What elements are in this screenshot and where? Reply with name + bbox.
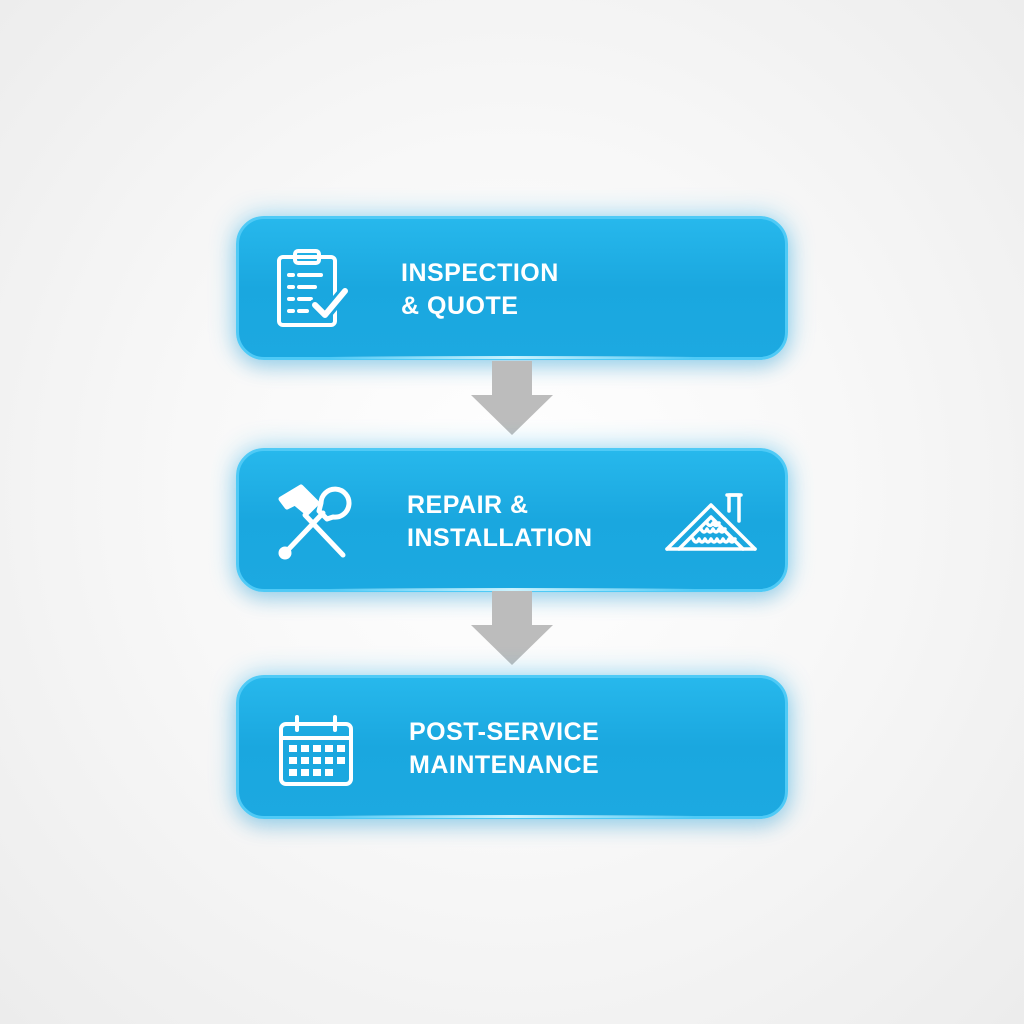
step-label-line-2: INSTALLATION — [407, 524, 593, 552]
step-label-line-1: REPAIR & — [407, 491, 529, 519]
step-label: POST-SERVICE MAINTENANCE — [409, 716, 599, 782]
step-post-service-maintenance: POST-SERVICE MAINTENANCE — [236, 675, 788, 819]
step-label: INSPECTION & QUOTE — [401, 257, 559, 323]
step-inspection-quote: INSPECTION & QUOTE — [236, 216, 788, 360]
step-label: REPAIR & INSTALLATION — [407, 489, 593, 555]
step-repair-installation: REPAIR & INSTALLATION — [236, 448, 788, 592]
step-label-line-2: & QUOTE — [401, 292, 519, 320]
step-label-line-1: POST-SERVICE — [409, 718, 600, 746]
hammer-wrench-icon — [278, 484, 352, 560]
roof-shingles-icon — [665, 493, 757, 551]
calendar-icon — [279, 715, 353, 786]
step-label-line-2: MAINTENANCE — [409, 751, 600, 779]
step-label-line-1: INSPECTION — [401, 259, 559, 287]
down-arrow-icon — [471, 361, 553, 435]
clipboard-check-icon — [277, 249, 351, 327]
down-arrow-icon — [471, 591, 553, 665]
